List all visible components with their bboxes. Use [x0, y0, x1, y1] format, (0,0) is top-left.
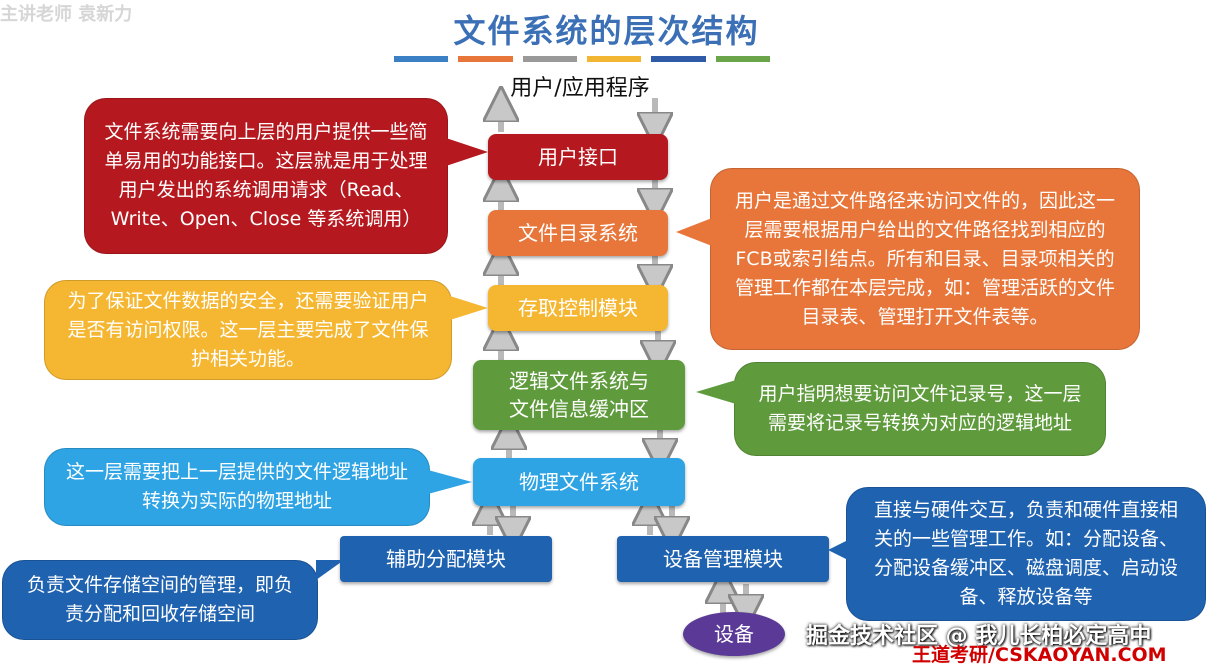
- bubble-user-interface-tail: [446, 138, 488, 166]
- bubble-file-directory-text: 用户是通过文件路径来访问文件的，因此这一层需要根据用户给出的文件路径找到相应的F…: [734, 189, 1115, 328]
- bubble-access-control-tail: [450, 296, 488, 320]
- bubble-device-mgmt: 直接与硬件交互，负责和硬件直接相关的一些管理工作。如：分配设备、分配设备缓冲区、…: [846, 487, 1206, 621]
- bubble-device-mgmt-text: 直接与硬件交互，负责和硬件直接相关的一些管理工作。如：分配设备、分配设备缓冲区、…: [873, 499, 1178, 608]
- layer-access-control: 存取控制模块: [488, 285, 668, 331]
- layer-device: 设备: [683, 612, 785, 656]
- layer-file-directory: 文件目录系统: [488, 210, 668, 256]
- stripe-4: [586, 56, 642, 62]
- bubble-user-interface: 文件系统需要向上层的用户提供一些简单易用的功能接口。这层就是用于处理用户发出的系…: [84, 98, 448, 254]
- user-app-label: 用户/应用程序: [510, 76, 650, 101]
- bubble-aux-alloc-tail: [316, 560, 344, 580]
- bubble-file-directory-tail: [676, 218, 712, 246]
- bubble-logical-fs: 用户指明想要访问文件记录号，这一层需要将记录号转换为对应的逻辑地址: [734, 362, 1106, 456]
- bubble-file-directory: 用户是通过文件路径来访问文件的，因此这一层需要根据用户给出的文件路径找到相应的F…: [710, 168, 1140, 350]
- bubble-access-control-text: 为了保证文件数据的安全，还需要验证用户是否有访问权限。这一层主要完成了文件保护相…: [67, 289, 429, 370]
- bubble-logical-fs-text: 用户指明想要访问文件记录号，这一层需要将记录号转换为对应的逻辑地址: [758, 383, 1082, 434]
- stripe-6: [715, 56, 770, 62]
- bubble-physical-fs: 这一层需要把上一层提供的文件逻辑地址转换为实际的物理地址: [44, 448, 430, 526]
- bubble-logical-fs-tail: [696, 380, 736, 404]
- title-stripes: [394, 56, 770, 62]
- layer-physical-fs: 物理文件系统: [473, 458, 685, 506]
- stripe-1: [394, 56, 449, 62]
- corner-watermark: 主讲老师 袁新力: [0, 4, 133, 25]
- bubble-aux-alloc-text: 负责文件存储空间的管理，即负责分配和回收存储空间: [26, 574, 293, 625]
- layer-device-mgmt: 设备管理模块: [617, 536, 829, 582]
- stripe-3: [522, 56, 577, 62]
- bubble-user-interface-text: 文件系统需要向上层的用户提供一些简单易用的功能接口。这层就是用于处理用户发出的系…: [104, 121, 428, 230]
- stripe-5: [651, 56, 706, 62]
- bubble-access-control: 为了保证文件数据的安全，还需要验证用户是否有访问权限。这一层主要完成了文件保护相…: [44, 280, 452, 380]
- stripe-2: [458, 56, 513, 62]
- bubble-aux-alloc: 负责文件存储空间的管理，即负责分配和回收存储空间: [2, 560, 318, 640]
- layer-logical-fs: 逻辑文件系统与 文件信息缓冲区: [473, 360, 685, 430]
- layer-user-interface: 用户接口: [488, 134, 668, 180]
- watermark-wangdao: 王道考研/CSKAOYAN.COM: [912, 644, 1167, 666]
- bubble-device-mgmt-tail: [828, 540, 848, 560]
- bubble-physical-fs-text: 这一层需要把上一层提供的文件逻辑地址转换为实际的物理地址: [65, 461, 408, 512]
- watermark-juejin: 掘金技术社区 @ 我儿长柏必定高中: [806, 624, 1152, 649]
- bubble-physical-fs-tail: [428, 470, 472, 494]
- layer-aux-alloc: 辅助分配模块: [340, 536, 552, 582]
- page-title: 文件系统的层次结构: [453, 12, 760, 50]
